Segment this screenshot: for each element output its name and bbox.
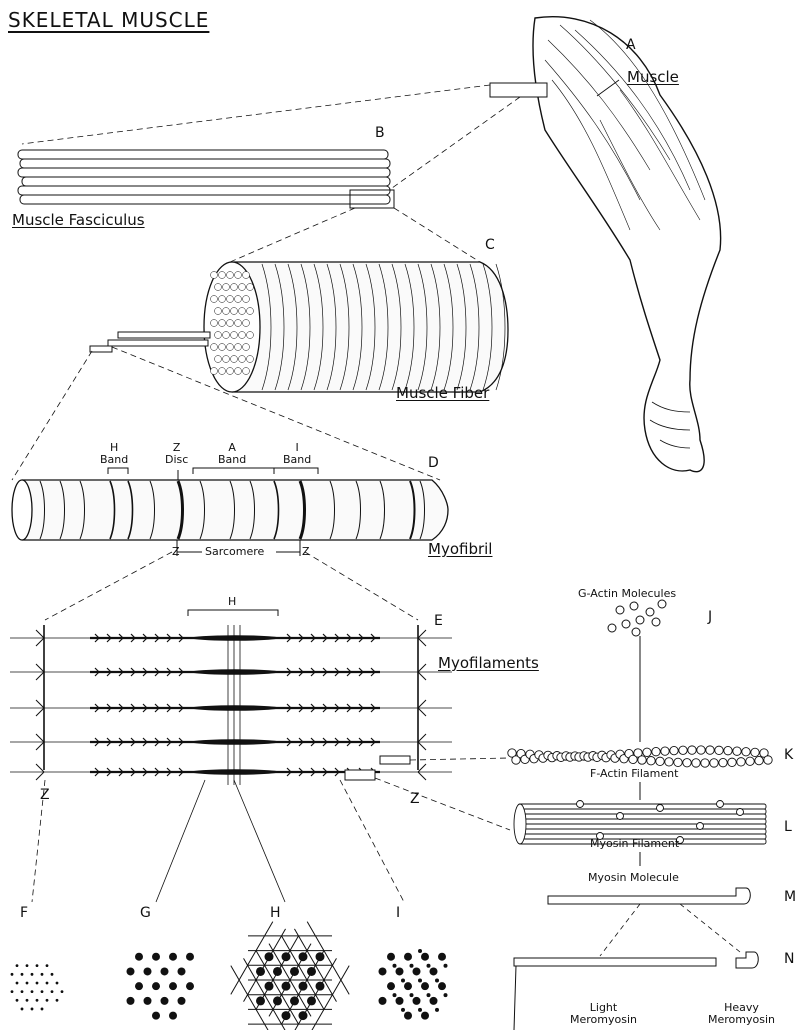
label-l: L	[784, 820, 792, 834]
label-a-band: A Band	[218, 442, 246, 466]
label-k: K	[784, 748, 793, 762]
label-myosin-molecule: Myosin Molecule	[588, 872, 679, 884]
cross-section-h	[231, 922, 349, 1030]
label-sarcomere-z-left: Z	[172, 546, 180, 558]
f-actin-filament	[508, 746, 772, 767]
g-actin-molecules	[608, 600, 666, 636]
label-myofibril: Myofibril	[428, 542, 492, 557]
label-n: N	[784, 952, 794, 966]
label-c: C	[485, 238, 495, 252]
label-muscle: Muscle	[627, 70, 679, 85]
label-f: F	[20, 906, 28, 920]
cross-section-f	[11, 964, 64, 1010]
label-m: M	[784, 890, 796, 904]
label-h-band: H Band	[100, 442, 128, 466]
label-i-band: I Band	[283, 442, 311, 466]
label-h-zone: H	[228, 596, 236, 608]
label-myosin-filament: Myosin Filament	[590, 838, 679, 850]
label-h: H	[270, 906, 281, 920]
label-z-disc: Z Disc	[165, 442, 188, 466]
label-j: J	[708, 610, 712, 624]
myosin-molecule-drawing	[548, 888, 750, 904]
fasciculus-bundle	[18, 150, 390, 204]
label-sarcomere-z-right: Z	[302, 546, 310, 558]
muscle-fiber	[204, 262, 508, 392]
myofibril	[12, 480, 448, 540]
label-fiber: Muscle Fiber	[396, 386, 489, 401]
cross-section-i	[379, 949, 448, 1020]
label-i: I	[396, 906, 400, 920]
label-g: G	[140, 906, 151, 920]
label-z-left: Z	[40, 788, 50, 802]
label-myofilaments: Myofilaments	[438, 656, 539, 671]
label-a: A	[626, 38, 636, 52]
label-sarcomere: Sarcomere	[205, 546, 264, 558]
label-z-right: Z	[410, 792, 420, 806]
cross-section-g	[127, 953, 195, 1020]
label-g-actin: G-Actin Molecules	[578, 588, 676, 600]
label-light-meromyosin: Light Meromyosin	[570, 1002, 637, 1026]
myofibril-extension	[90, 332, 210, 352]
label-d: D	[428, 456, 439, 470]
label-b: B	[375, 126, 385, 140]
label-heavy-meromyosin: Heavy Meromyosin	[708, 1002, 775, 1026]
label-fasciculus: Muscle Fasciculus	[12, 213, 145, 228]
label-f-actin: F-Actin Filament	[590, 768, 678, 780]
page-title: SKELETAL MUSCLE	[8, 8, 209, 32]
label-e: E	[434, 614, 443, 628]
